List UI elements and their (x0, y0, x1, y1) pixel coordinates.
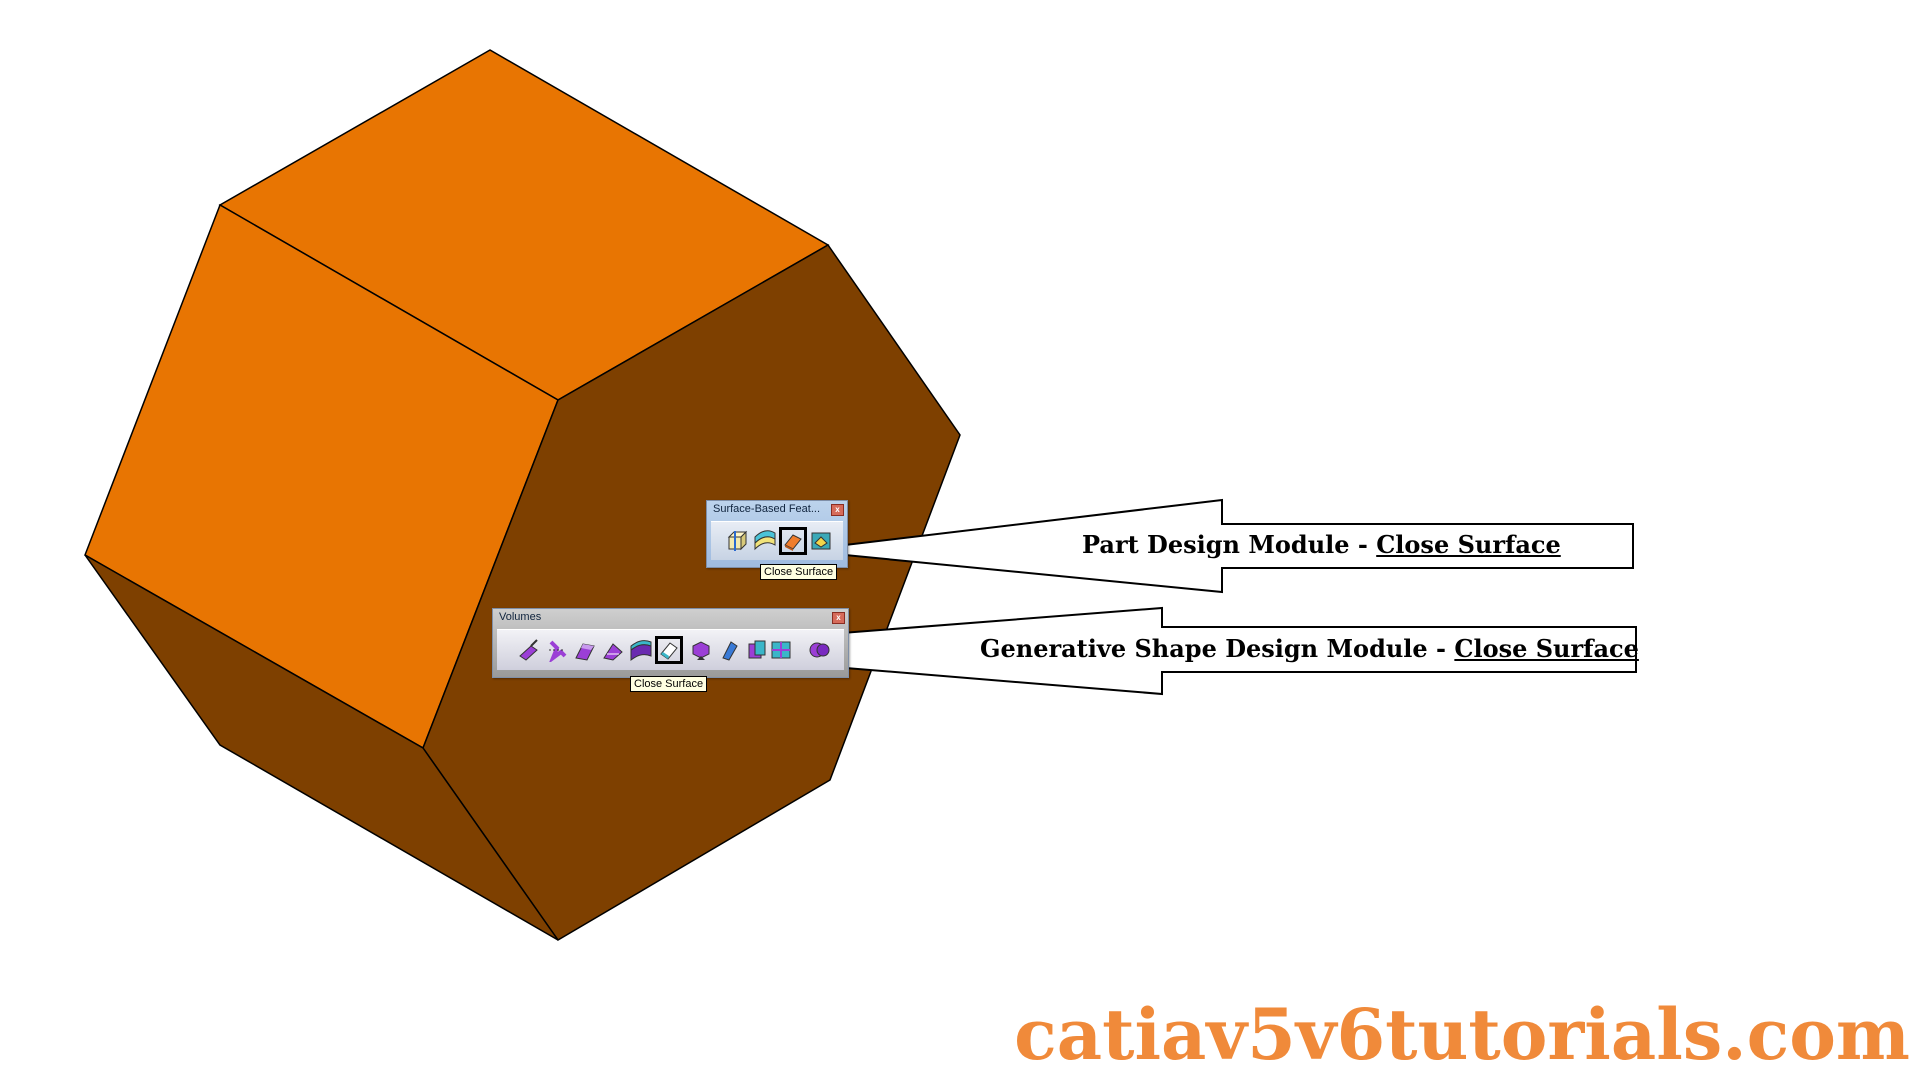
tooltip-close-surface-part: Close Surface (760, 564, 838, 580)
close-icon[interactable]: x (832, 612, 845, 624)
close-surface-icon[interactable] (779, 527, 807, 555)
solid-face-bottom (84, 554, 559, 941)
close-surface-icon[interactable] (655, 636, 683, 664)
split-icon[interactable] (725, 529, 749, 553)
trim-icon[interactable] (769, 638, 793, 662)
volume-revolve-icon[interactable] (545, 638, 569, 662)
thick-surface-icon[interactable] (753, 529, 777, 553)
add-icon[interactable] (689, 638, 713, 662)
volume-extrude-icon[interactable] (517, 638, 541, 662)
toolbar-title-text: Surface-Based Feat... (713, 503, 820, 515)
toolbar-title[interactable]: Volumes x (493, 609, 848, 626)
toolbar-title[interactable]: Surface-Based Feat... x (707, 501, 847, 518)
callout-prefix: Part Design Module - (1082, 530, 1377, 559)
volumes-toolbar[interactable]: Volumes x (492, 608, 849, 678)
volume-multisection-icon[interactable] (601, 638, 625, 662)
remove-icon[interactable] (717, 638, 741, 662)
tooltip-close-surface-gsd: Close Surface (630, 676, 708, 692)
callout-arrow-part-design (844, 498, 1634, 594)
callout-label-part-design: Part Design Module - Close Surface (1082, 530, 1561, 559)
site-watermark: catiav5v6tutorials.com (1014, 993, 1910, 1076)
sew-icon[interactable] (807, 638, 831, 662)
close-icon[interactable]: x (831, 504, 844, 516)
intersect-icon[interactable] (745, 638, 769, 662)
volume-thick-icon[interactable] (629, 638, 653, 662)
callout-prefix: Generative Shape Design Module - (980, 634, 1455, 663)
callout-link-close-surface[interactable]: Close Surface (1376, 530, 1561, 559)
callout-link-close-surface[interactable]: Close Surface (1454, 634, 1639, 663)
surface-based-features-toolbar[interactable]: Surface-Based Feat... x (706, 500, 848, 568)
callout-label-gsd: Generative Shape Design Module - Close S… (980, 634, 1639, 663)
volume-sweep-icon[interactable] (573, 638, 597, 662)
sew-surface-icon[interactable] (809, 529, 833, 553)
toolbar-title-text: Volumes (499, 611, 542, 623)
